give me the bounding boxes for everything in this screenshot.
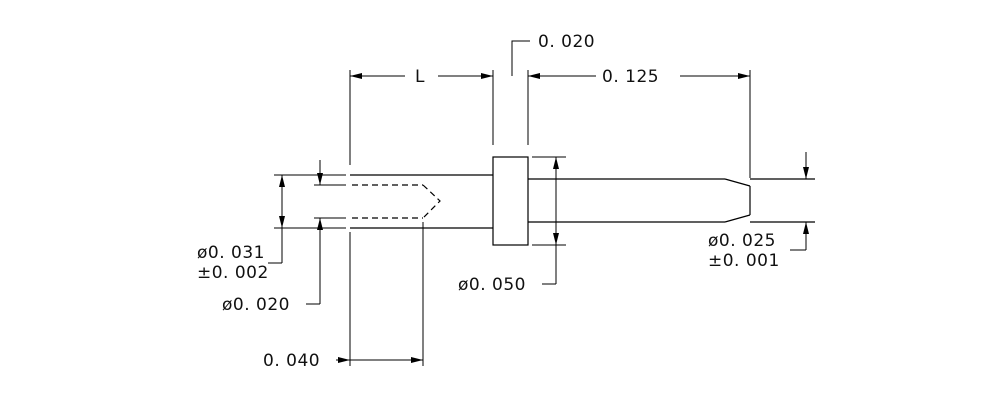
arrowhead <box>528 73 540 79</box>
dim-socket-diameter: ø0. 031 ±0. 002 <box>197 174 346 283</box>
pin-chamfer-bottom <box>724 214 751 223</box>
arrowhead <box>553 157 559 169</box>
arrowhead <box>803 222 809 234</box>
dim-length: L <box>349 67 493 165</box>
arrowhead <box>481 73 493 79</box>
arrowhead <box>279 216 285 228</box>
part-outline <box>350 156 815 246</box>
dim-tail-length: 0. 125 <box>528 67 751 178</box>
arrowhead <box>350 73 362 79</box>
bore-drill-point <box>422 184 441 219</box>
pin-tolerance-label: ±0. 001 <box>708 251 780 271</box>
dim-flange-diameter: ø0. 050 <box>458 156 566 295</box>
pin-diameter-label: ø0. 025 <box>708 231 776 251</box>
flange-diameter-label: ø0. 050 <box>458 275 526 295</box>
flange-width-label: 0. 020 <box>538 32 595 52</box>
hidden-bore <box>352 184 441 219</box>
length-label: L <box>415 67 425 87</box>
dim-bore-diameter: ø0. 020 <box>222 160 346 315</box>
arrowhead <box>279 175 285 187</box>
flange <box>492 156 529 246</box>
arrowhead <box>411 357 423 363</box>
arrowhead <box>738 73 750 79</box>
tail-length-label: 0. 125 <box>602 67 659 87</box>
socket-tolerance-label: ±0. 002 <box>197 263 269 283</box>
arrowhead <box>803 167 809 179</box>
pin-chamfer-top <box>724 178 751 187</box>
arrowhead <box>338 357 350 363</box>
leader <box>511 40 530 76</box>
socket-diameter-label: ø0. 031 <box>197 243 265 263</box>
bore-diameter-label: ø0. 020 <box>222 295 290 315</box>
dim-depth: 0. 040 <box>263 222 424 371</box>
arrowhead <box>317 218 323 230</box>
arrowhead <box>553 233 559 245</box>
dim-flange-width: 0. 020 <box>492 32 595 145</box>
dim-pin-diameter: ø0. 025 ±0. 001 <box>708 152 809 271</box>
depth-label: 0. 040 <box>263 351 320 371</box>
arrowhead <box>317 173 323 185</box>
